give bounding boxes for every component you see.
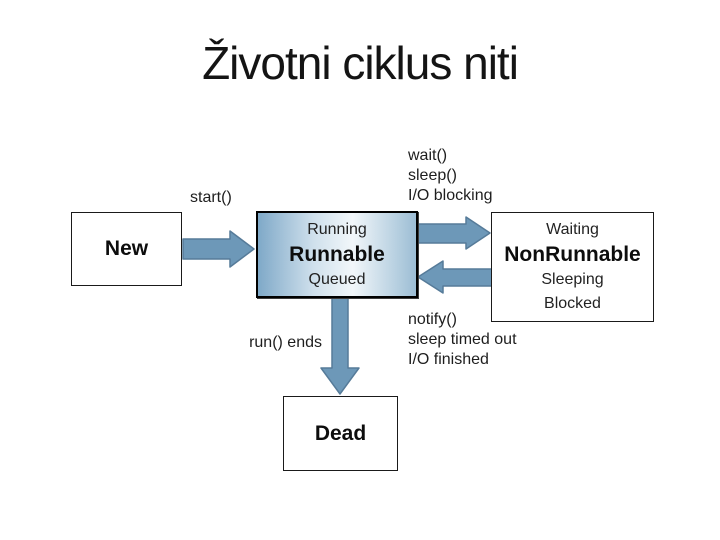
label-io-finished: I/O finished xyxy=(408,351,489,368)
new-label: New xyxy=(104,237,149,260)
label-to-runnable: notify() sleep timed out I/O finished xyxy=(408,310,517,370)
nonrunnable-sublabel-waiting: Waiting xyxy=(546,221,599,238)
state-box-nonrunnable: Waiting NonRunnable Sleeping Blocked xyxy=(491,212,654,322)
arrow-runnable-to-nonrunnable xyxy=(417,216,491,250)
runnable-sublabel-queued: Queued xyxy=(308,270,366,288)
runnable-label: Runnable xyxy=(289,242,385,266)
label-sleep: sleep() xyxy=(408,167,457,184)
label-sleep-timed-out: sleep timed out xyxy=(408,331,517,348)
arrow-new-to-runnable xyxy=(182,230,255,268)
label-start: start() xyxy=(190,188,232,208)
label-start-text: start() xyxy=(190,189,232,206)
arrow-runnable-to-dead xyxy=(320,296,360,395)
nonrunnable-sublabel-sleeping: Sleeping xyxy=(541,271,604,288)
state-box-runnable: Running Runnable Queued xyxy=(256,211,418,298)
dead-label: Dead xyxy=(314,421,367,445)
state-box-new: New xyxy=(71,212,182,286)
label-notify: notify() xyxy=(408,311,457,328)
label-run-ends: run() ends xyxy=(230,333,322,353)
runnable-sublabel-running: Running xyxy=(307,220,367,238)
label-run-ends-text: run() ends xyxy=(249,334,322,351)
nonrunnable-sublabel-blocked: Blocked xyxy=(544,295,601,312)
nonrunnable-label: NonRunnable xyxy=(504,243,641,266)
label-wait: wait() xyxy=(408,147,448,164)
label-io-blocking: I/O blocking xyxy=(408,187,493,204)
label-to-nonrunnable: wait() sleep() I/O blocking xyxy=(408,146,492,206)
slide-title: Životni ciklus niti xyxy=(202,37,519,89)
arrow-nonrunnable-to-runnable xyxy=(417,260,493,294)
state-box-dead: Dead xyxy=(283,396,398,471)
